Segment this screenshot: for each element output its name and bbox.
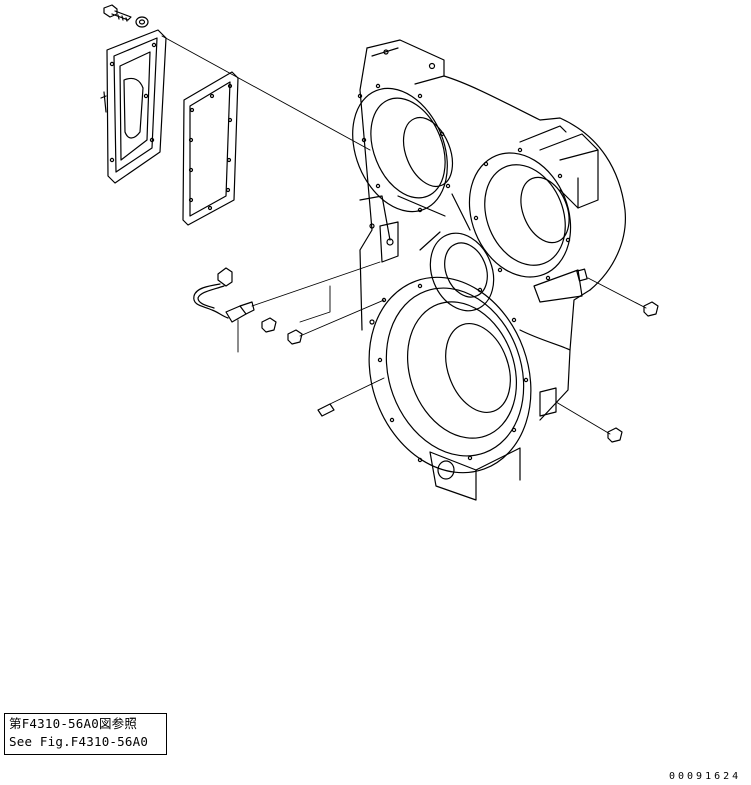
transmission-housing: [352, 39, 626, 501]
leader-line-dowel: [329, 377, 385, 405]
cover-plate: [100, 29, 167, 184]
leader-line-bolt-right-upper: [587, 277, 647, 309]
leader-line-bolt: [299, 299, 385, 337]
leader-line-sensor: [251, 261, 381, 307]
washer-top: [135, 16, 149, 28]
figure-reference-note: 第F4310-56A0図参照 See Fig.F4310-56A0: [4, 713, 167, 755]
reference-note-english: See Fig.F4310-56A0: [9, 734, 149, 749]
leader-line-cover: [161, 35, 371, 151]
bolt-top: [103, 4, 132, 22]
bracket-line: [299, 285, 331, 323]
bolt-sensor: [287, 329, 303, 345]
leader-line-bolt-right-lower: [555, 401, 611, 435]
gasket: [182, 71, 239, 226]
dowel-pin: [317, 403, 335, 417]
drawing-number: 00091624: [669, 771, 742, 782]
nut-sensor: [261, 317, 277, 333]
bolt-right-lower: [607, 427, 623, 443]
bolt-right-upper: [643, 301, 659, 317]
speed-sensor: [193, 267, 255, 323]
reference-note-japanese: 第F4310-56A0図参照: [9, 716, 138, 731]
